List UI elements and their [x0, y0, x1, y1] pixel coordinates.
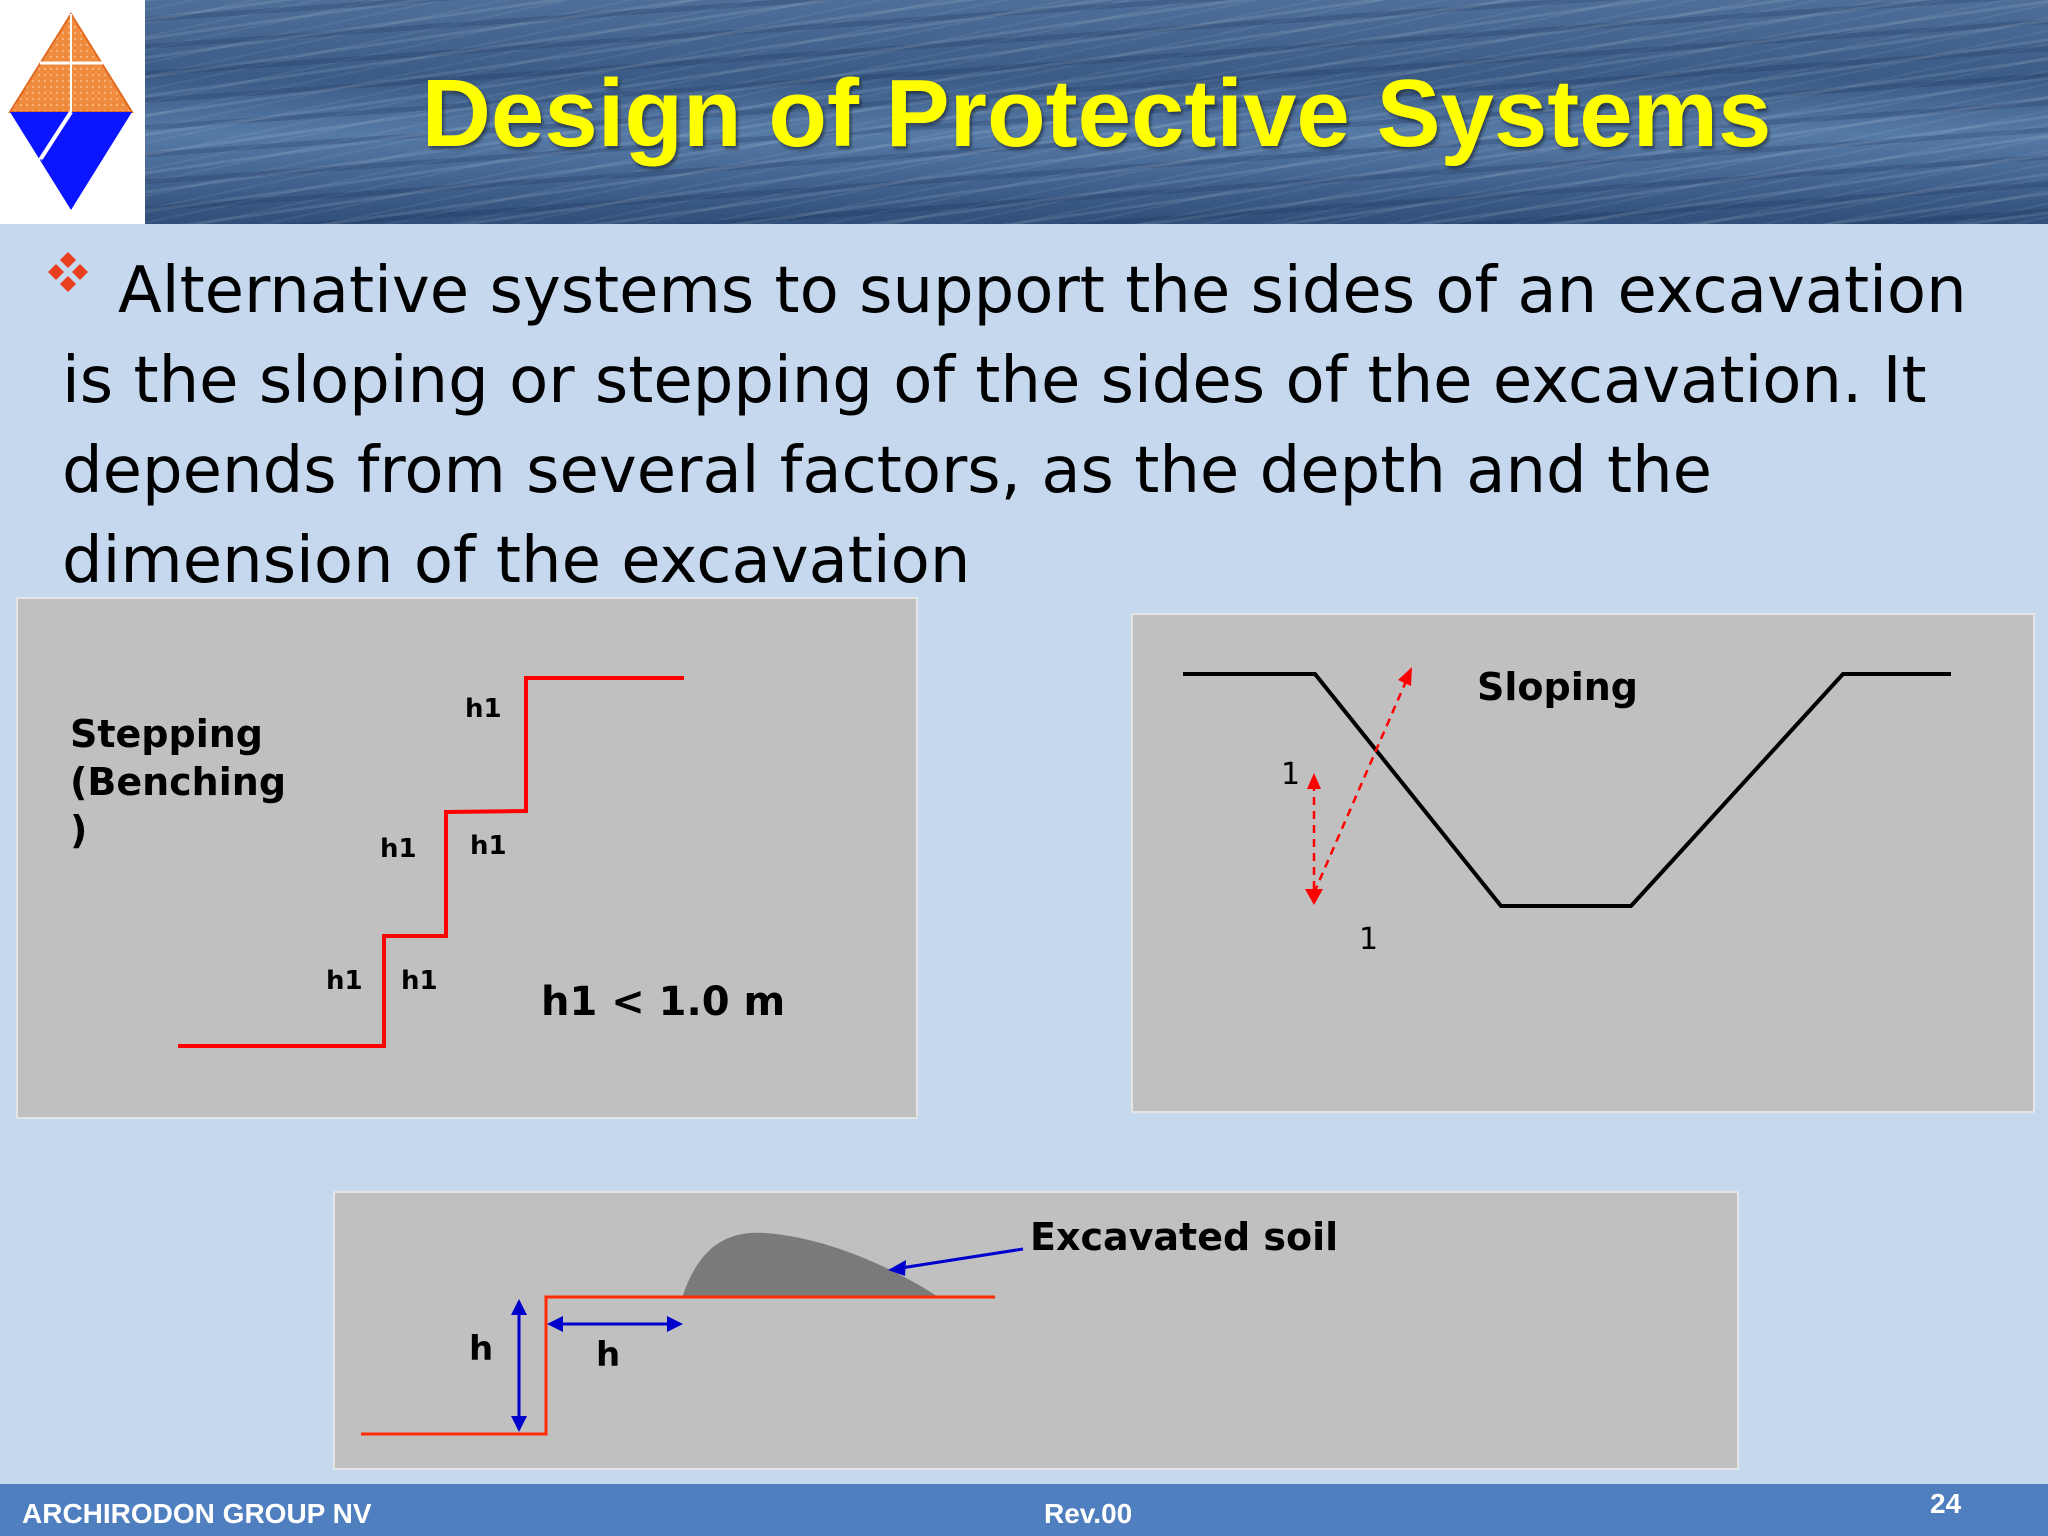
- stepping-title-line2: (Benching: [70, 760, 286, 804]
- bullet-paragraph: Alternative systems to support the sides…: [46, 246, 2026, 606]
- step-height-condition: h1 < 1.0 m: [541, 979, 785, 1025]
- arrowhead-up-icon: [1307, 773, 1321, 789]
- footer-revision: Rev.00: [1044, 1498, 1133, 1529]
- stepping-title-line3: ): [70, 808, 87, 852]
- setback-label: h: [596, 1335, 620, 1375]
- step-label-top: h1: [465, 694, 502, 724]
- step-label-low-left: h1: [326, 966, 363, 996]
- height-arrowhead-up-icon: [511, 1299, 527, 1315]
- excavated-soil-label: Excavated soil: [1030, 1215, 1338, 1259]
- slope-ratio-vertical: 1: [1281, 757, 1300, 792]
- height-label: h: [469, 1329, 493, 1369]
- benching-profile-line: [178, 676, 684, 1048]
- company-logo: [0, 0, 145, 224]
- diagonal-ratio-arrow: [1312, 678, 1409, 894]
- diamond-bullet-icon: [48, 252, 88, 292]
- slide-header: Design of Protective Systems: [0, 0, 2048, 224]
- arrowhead-diagonal-icon: [1398, 667, 1412, 686]
- soil-mound: [682, 1232, 940, 1298]
- soil-setback-diagram: Excavated soil h h: [361, 1215, 1338, 1436]
- excavated-soil-figure: Excavated soil h h: [333, 1191, 1739, 1470]
- arrowhead-down-icon: [1305, 889, 1323, 905]
- callout-arrowhead-icon: [888, 1260, 906, 1276]
- stepping-diagram: Stepping (Benching ) h1 h1 h1 h1 h1 h1 <…: [70, 676, 785, 1048]
- height-arrowhead-down-icon: [511, 1416, 527, 1432]
- setback-arrowhead-left-icon: [547, 1316, 563, 1332]
- sea-background-image: [0, 0, 2048, 224]
- callout-arrow-line: [900, 1247, 1024, 1270]
- sloped-excavation-profile: [1183, 672, 1951, 908]
- footer-bar: ARCHIRODON GROUP NV Rev.00 24: [0, 1484, 2048, 1536]
- step-label-mid-right: h1: [470, 831, 507, 861]
- sloping-figure: Sloping 1 1: [1131, 613, 2035, 1113]
- page-number: 24: [1930, 1488, 1962, 1519]
- bullet-text: Alternative systems to support the sides…: [62, 254, 1967, 598]
- sloping-diagram: Sloping 1 1: [1183, 665, 1951, 957]
- setback-arrowhead-right-icon: [667, 1316, 683, 1332]
- step-label-low-right: h1: [401, 966, 438, 996]
- stepping-figure: Stepping (Benching ) h1 h1 h1 h1 h1 h1 <…: [16, 597, 918, 1119]
- slope-ratio-horizontal: 1: [1359, 922, 1378, 957]
- stepping-title-line1: Stepping: [70, 712, 263, 756]
- footer-company: ARCHIRODON GROUP NV: [22, 1498, 372, 1529]
- sloping-title: Sloping: [1477, 665, 1638, 709]
- trench-edge-line: [361, 1295, 995, 1436]
- slide-title: Design of Protective Systems: [421, 60, 1772, 167]
- step-label-mid-left: h1: [380, 834, 417, 864]
